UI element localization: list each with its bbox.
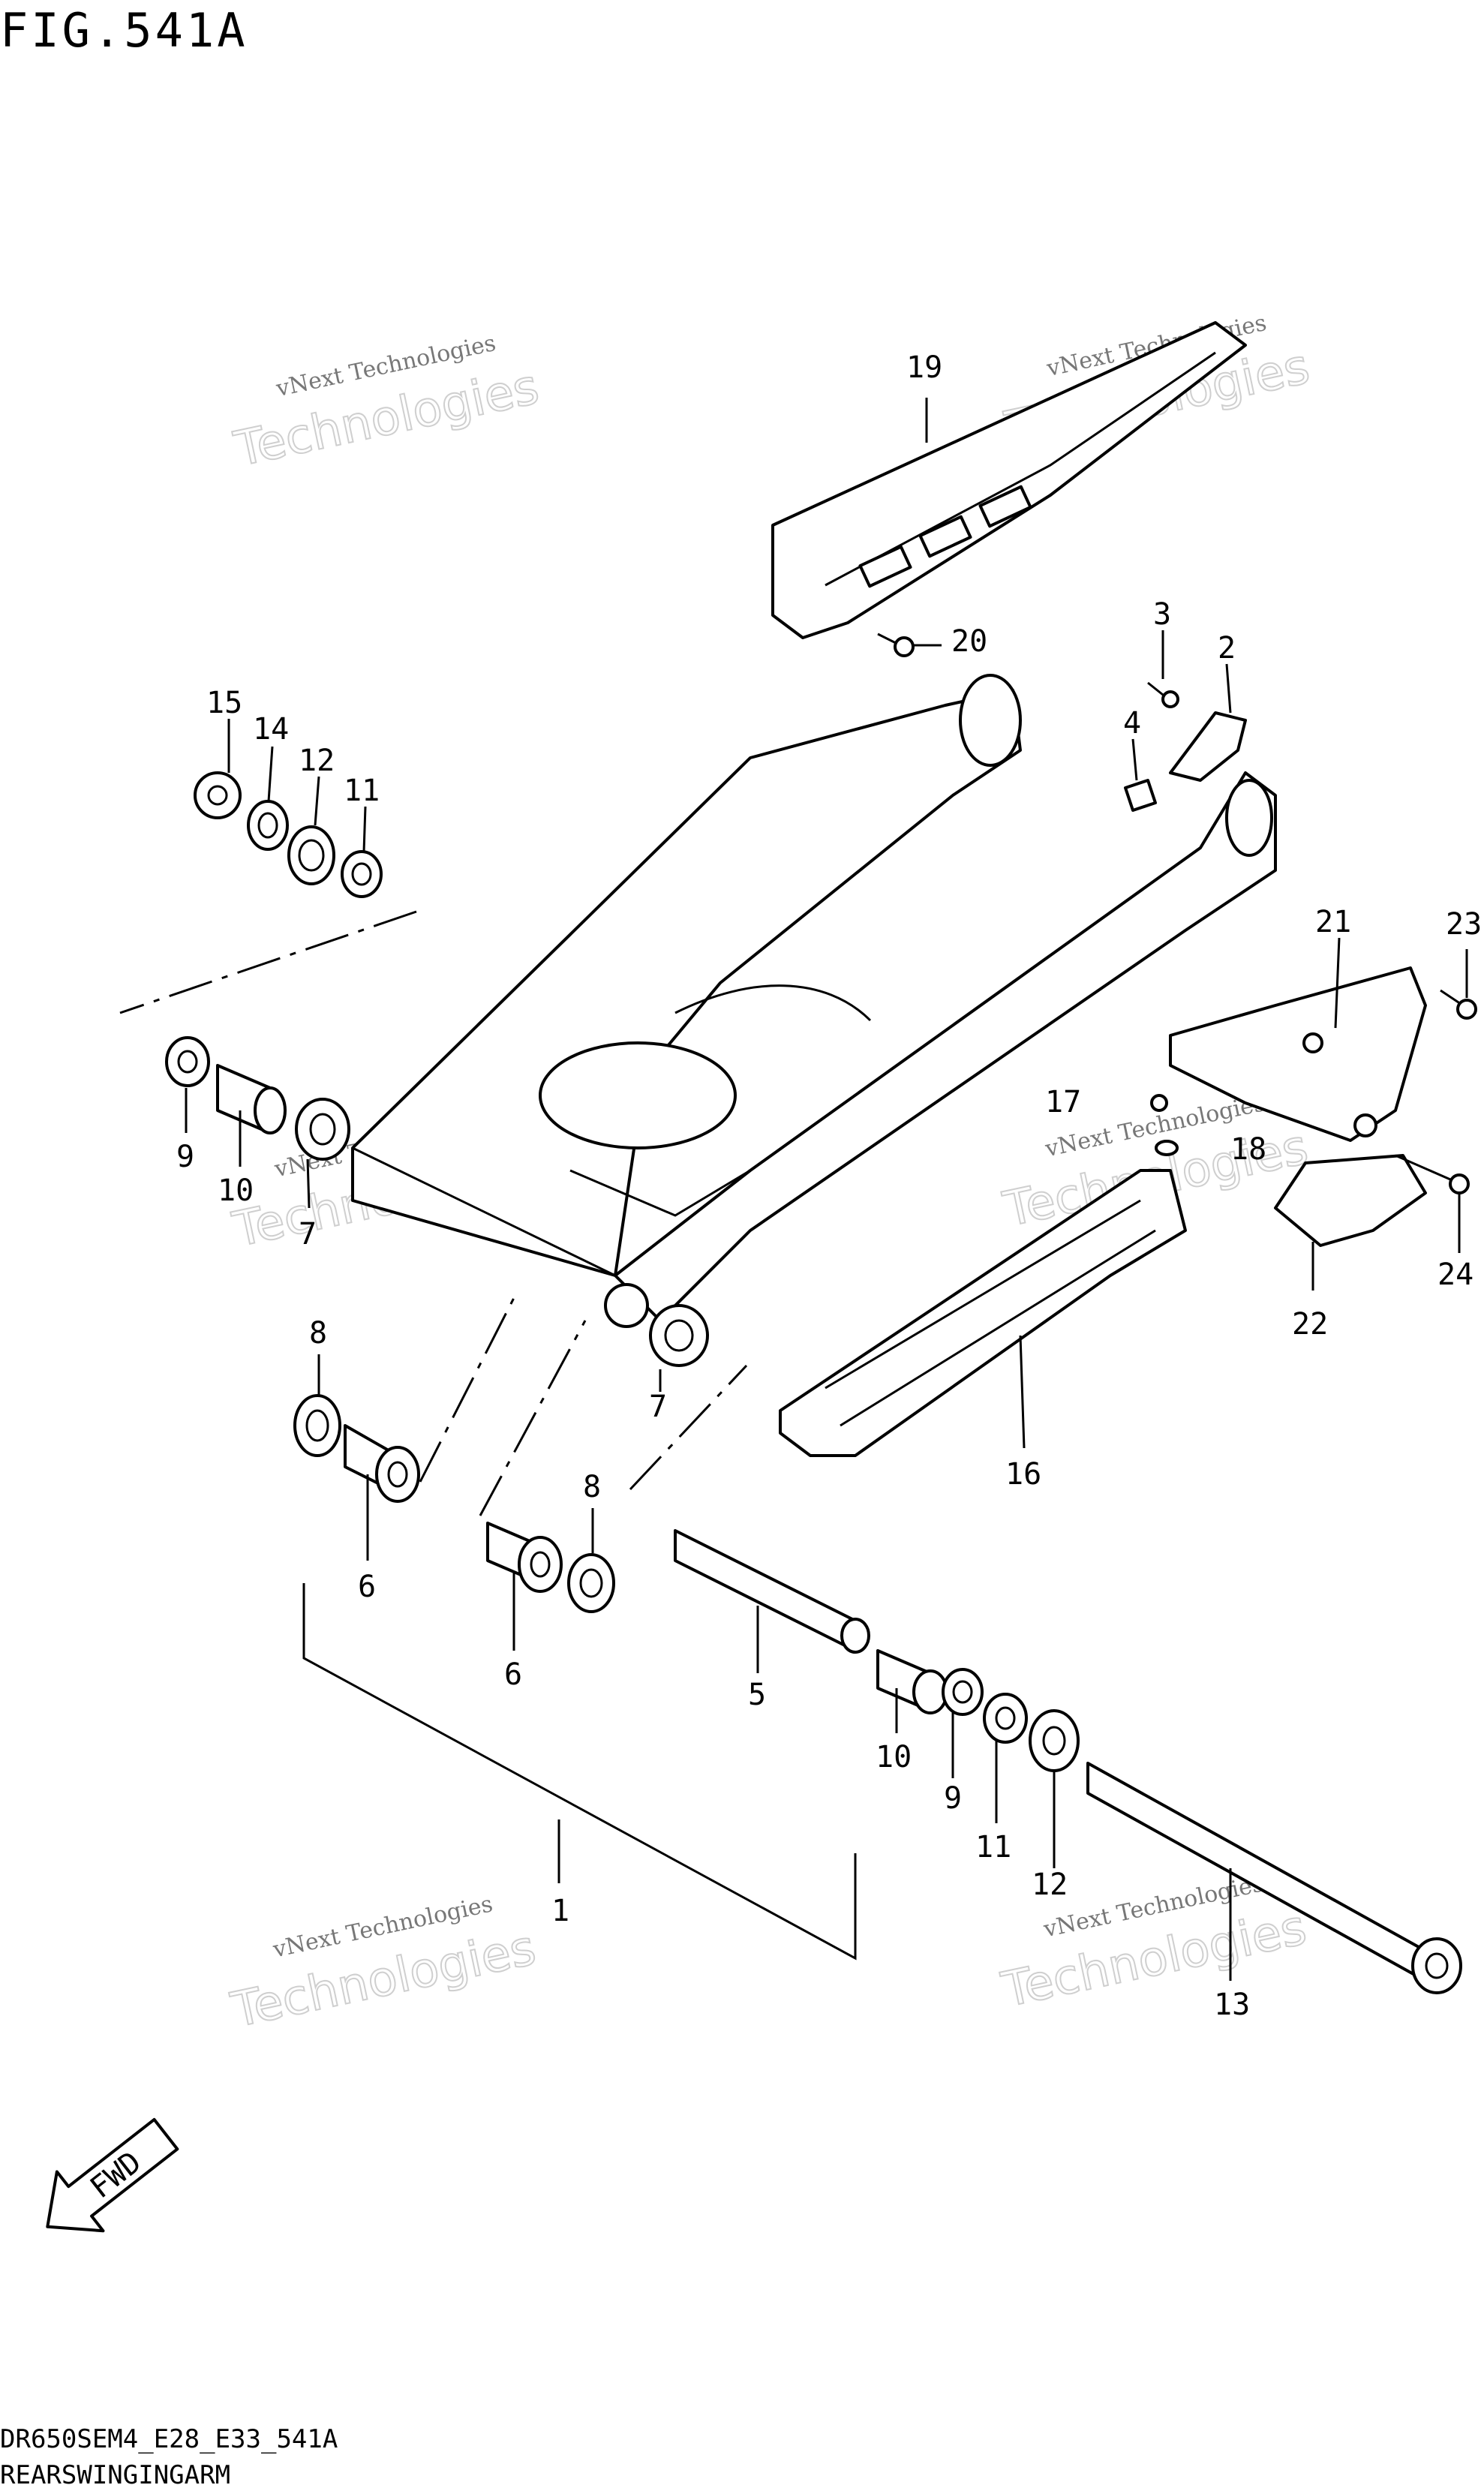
- part-9-seal-lower: [942, 1668, 984, 1716]
- callout-21: 21: [1315, 905, 1351, 939]
- callout-9-lower: 9: [944, 1781, 962, 1816]
- part-6-bearing: [344, 1424, 420, 1503]
- section-title: REARSWINGINGARM: [0, 2460, 230, 2490]
- part-8-seal: [293, 1394, 341, 1457]
- part-20-bolt: [877, 633, 915, 657]
- callout-7-lower: 7: [649, 1390, 667, 1424]
- part-21-bracket: [1169, 966, 1427, 1142]
- callout-3: 3: [1153, 597, 1171, 632]
- part-15-nut: [194, 771, 242, 819]
- callout-12-lower: 12: [1032, 1867, 1068, 1902]
- callout-20: 20: [951, 624, 987, 659]
- part-7-bearing: [295, 1098, 350, 1161]
- part-6-bearing-lower: [486, 1522, 563, 1593]
- callout-11-lower: 11: [975, 1830, 1011, 1864]
- part-2-bracket: [1169, 711, 1247, 782]
- callout-18: 18: [1230, 1132, 1266, 1167]
- leader-lines: [185, 398, 1468, 1981]
- callout-labels: 19 20 3 2 4 21 23 17 18 24 22 16 15 14 1…: [176, 350, 1482, 2022]
- callout-11: 11: [344, 774, 380, 808]
- callout-24: 24: [1437, 1258, 1473, 1292]
- part-9-seal: [165, 1036, 210, 1087]
- part-4-clip: [1124, 779, 1157, 812]
- callout-10: 10: [218, 1173, 254, 1208]
- part-11-washer: [341, 850, 383, 898]
- part-7-bearing-lower: [649, 1304, 709, 1367]
- callout-5: 5: [748, 1678, 766, 1712]
- callout-1: 1: [551, 1894, 569, 1928]
- part-13-pivot-shaft: [1086, 1762, 1462, 1994]
- part-10-collar: [216, 1064, 287, 1134]
- part-19-chain-guard: [771, 321, 1247, 639]
- callout-19: 19: [906, 350, 942, 385]
- part-3-bolt: [1147, 681, 1179, 708]
- callout-9: 9: [176, 1140, 194, 1174]
- watermark-group: Technologies vNext Technologies: [229, 330, 545, 479]
- assembly-bracket: [302, 1583, 857, 1961]
- part-16-chain-guard: [779, 1169, 1187, 1457]
- watermark-group: Technologies vNext Technologies: [226, 1891, 542, 2039]
- callout-16: 16: [1005, 1457, 1041, 1492]
- callout-2: 2: [1218, 631, 1236, 666]
- part-14-washer: [247, 800, 289, 851]
- callout-8-lower: 8: [583, 1470, 601, 1504]
- part-12-seal: [287, 825, 335, 885]
- fwd-arrow-icon: FWD: [46, 2117, 179, 2233]
- callout-10-lower: 10: [876, 1740, 912, 1774]
- callout-8: 8: [309, 1316, 327, 1351]
- callout-6-lower: 6: [504, 1657, 522, 1692]
- part-1-swing-arm: [351, 674, 1277, 1328]
- part-23-bolt: [1440, 989, 1477, 1020]
- part-12-seal-lower: [1029, 1709, 1080, 1772]
- callout-13: 13: [1214, 1988, 1250, 2022]
- part-22-plate: [1274, 1154, 1427, 1247]
- callout-23: 23: [1446, 907, 1482, 942]
- callout-22: 22: [1292, 1307, 1328, 1342]
- model-code: DR650SEM4_E28_E33_541A: [0, 2424, 338, 2454]
- callout-12: 12: [299, 744, 335, 778]
- part-10-collar-lower: [876, 1649, 948, 1714]
- callout-15: 15: [206, 686, 242, 720]
- callout-4: 4: [1123, 706, 1141, 741]
- callout-7: 7: [299, 1217, 317, 1252]
- part-5-spacer-tube: [674, 1529, 870, 1654]
- callout-6: 6: [358, 1570, 376, 1604]
- part-18-washer: [1155, 1140, 1179, 1156]
- callout-14: 14: [253, 712, 289, 747]
- part-17-screw: [1150, 1094, 1168, 1112]
- part-11-washer-lower: [983, 1693, 1028, 1744]
- figure-title: FIG.541A: [0, 3, 248, 58]
- part-8-seal-lower: [567, 1553, 615, 1613]
- callout-17: 17: [1045, 1085, 1081, 1119]
